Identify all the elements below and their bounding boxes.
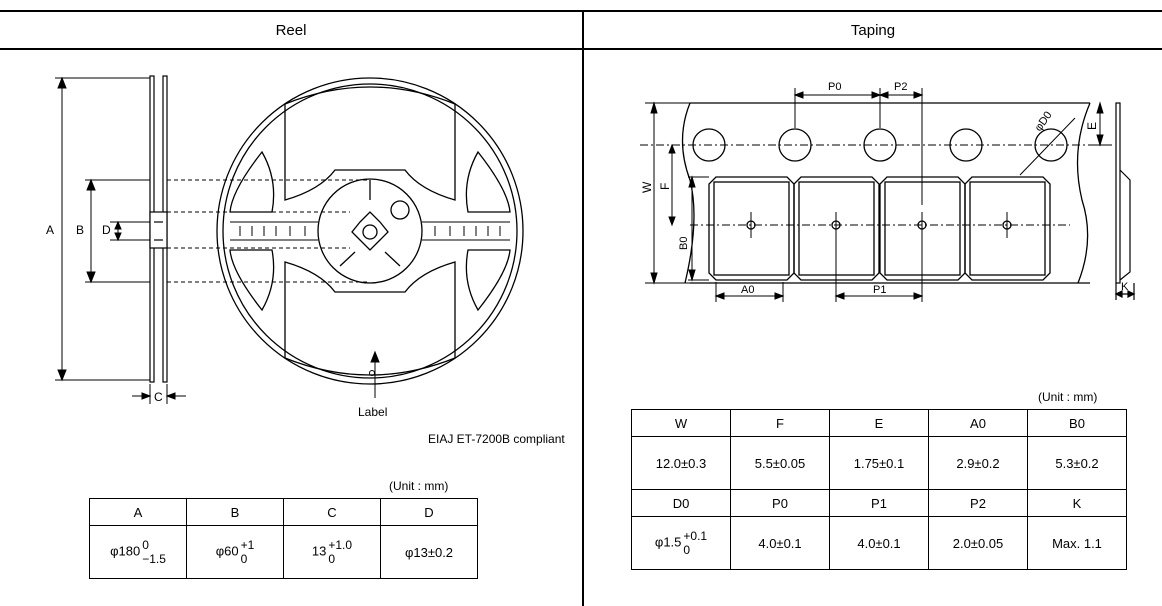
dim-p2-label: P2 [894, 81, 907, 93]
taping-spec-table: W F E A0 B0 12.0±0.3 5.5±0.05 1.75±0.1 2… [631, 409, 1127, 570]
dim-p1 [834, 238, 924, 302]
value-main: 13 [311, 543, 327, 559]
dim-a0 [714, 282, 785, 302]
label-text: Label [358, 405, 387, 419]
tol-lower: −1.5 [142, 552, 166, 566]
reel-value-cell: φ13±0.2 [380, 525, 478, 579]
tape-value-cell: 5.3±0.2 [1027, 436, 1127, 490]
dim-b-label: B [76, 223, 84, 237]
tape-value-cell: 2.9±0.2 [928, 436, 1028, 490]
tape-header-cell: B0 [1027, 409, 1127, 437]
reel-spokes [230, 221, 510, 241]
value-main: φ60 [215, 543, 239, 559]
reel-front-view [216, 77, 524, 385]
tol-upper: +0.1 [683, 529, 708, 543]
tape-value-cell: 4.0±0.1 [730, 516, 830, 570]
dim-w [645, 101, 690, 285]
dim-p0-label: P0 [828, 81, 841, 93]
projection-lines [167, 179, 370, 283]
reel-side-view [149, 75, 168, 383]
tape-header-cell: P0 [730, 489, 830, 517]
value-main: φ180 [110, 543, 141, 559]
dim-p1-label: P1 [873, 284, 886, 296]
tape-side-profile [1114, 102, 1136, 300]
value-main: φ13±0.2 [404, 544, 454, 560]
tape-header-cell: P2 [928, 489, 1028, 517]
taping-unit-note: (Unit : mm) [1038, 390, 1098, 404]
value-main: φ1.5 [654, 534, 682, 550]
reel-header-cell: D [380, 498, 478, 526]
dim-w-label: W [640, 181, 654, 193]
tape-header-cell: F [730, 409, 830, 437]
tape-header-cell: E [829, 409, 929, 437]
compliance-note: EIAJ ET-7200B compliant [428, 432, 565, 446]
dim-a-label: A [46, 223, 54, 237]
dim-a [55, 76, 150, 382]
tape-value-cell: 12.0±0.3 [631, 436, 731, 490]
tolerance: 0−1.5 [142, 538, 166, 566]
reel-header-cell: C [283, 498, 381, 526]
reel-unit-note: (Unit : mm) [389, 479, 449, 493]
tape-outline [681, 102, 1091, 284]
reel-header-cell: A [89, 498, 187, 526]
label-pointer [369, 350, 380, 398]
tol-upper: 0 [142, 538, 149, 552]
tape-header-cell: P1 [829, 489, 929, 517]
dim-k-label: K [1121, 281, 1129, 293]
dim-e [1090, 101, 1112, 147]
tol-lower: 0 [328, 552, 336, 566]
dim-d-label: D [102, 223, 111, 237]
dim-p0-p2 [793, 88, 924, 205]
reel-header-cell: B [186, 498, 284, 526]
tape-header-cell: A0 [928, 409, 1028, 437]
dim-c [132, 384, 186, 404]
taping-drawing: P0 P2 W F B0 E φD0 [640, 81, 1136, 302]
tape-value-cell: 5.5±0.05 [730, 436, 830, 490]
tape-header-cell: K [1027, 489, 1127, 517]
tol-upper: +1 [240, 538, 255, 552]
tol-lower: 0 [683, 543, 691, 557]
tape-value-cell: 2.0±0.05 [928, 516, 1028, 570]
dim-d [110, 220, 150, 242]
tol-lower: 0 [240, 552, 248, 566]
tape-pockets [708, 176, 1051, 281]
tape-header-cell: W [631, 409, 731, 437]
tape-value-cell: Max. 1.1 [1027, 516, 1127, 570]
dim-f [668, 143, 676, 227]
tape-header-cell: D0 [631, 489, 731, 517]
reel-header: Reel [275, 21, 307, 39]
dim-c-label: C [154, 390, 163, 404]
dim-e-label: E [1085, 122, 1099, 130]
dim-b [85, 178, 150, 284]
dim-f-label: F [658, 183, 672, 190]
reel-drawing: A B D C [44, 75, 524, 419]
tol-upper: +1.0 [328, 538, 353, 552]
taping-header: Taping [850, 21, 896, 39]
dim-b0 [688, 175, 709, 282]
tape-value-cell: 1.75±0.1 [829, 436, 929, 490]
dim-b0-label: B0 [678, 237, 690, 250]
dim-a0-label: A0 [741, 284, 754, 296]
tape-value-cell: 4.0±0.1 [829, 516, 929, 570]
